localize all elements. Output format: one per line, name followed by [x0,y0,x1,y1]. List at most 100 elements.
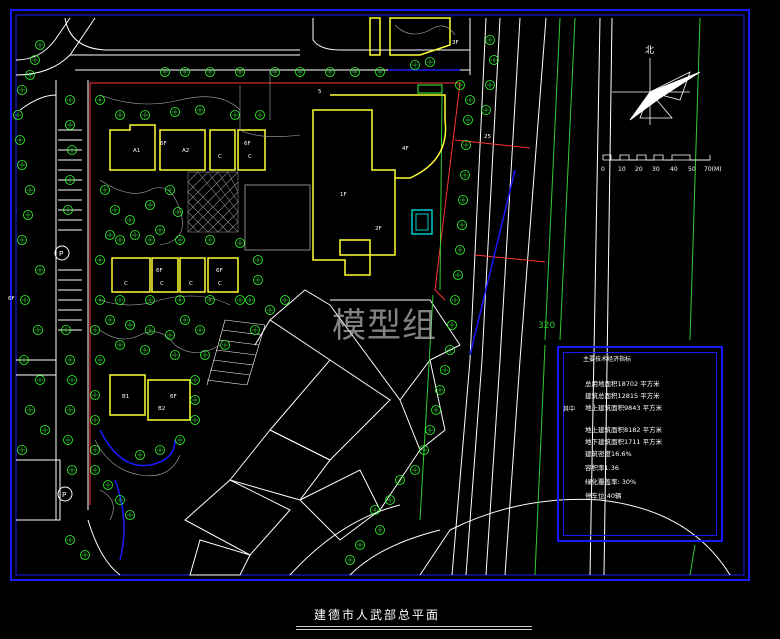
table-row: 停车位:40辆 [585,492,622,500]
tree-cross [487,82,493,88]
tree-cross [67,177,73,183]
tree-cross [491,57,497,63]
building-north-b [389,17,451,56]
tree-cross [67,537,73,543]
building-labels: A1 6F A2 C 6F C C 6F C C 6F C B1 6F B2 5… [8,40,491,412]
tree-symbol [165,185,175,195]
tree-symbol [425,425,435,435]
tree-cross [412,467,418,473]
table-row: 绿化覆盖率: 30% [585,478,637,486]
tree-symbol [205,235,215,245]
tree-cross [177,297,183,303]
tree-cross [267,307,273,313]
tree-cross [460,197,466,203]
tree-cross [457,247,463,253]
tree-symbol [115,495,125,505]
tree-symbol [295,67,305,77]
tree-cross [412,62,418,68]
trees [13,35,499,565]
tree-cross [147,237,153,243]
tree-cross [69,147,75,153]
parking-rows-south [206,319,266,386]
tree-symbol [90,390,100,400]
table-row: 地上建筑面积9843 平方米 [585,404,663,412]
tree-cross [15,112,21,118]
tree-cross [132,232,138,238]
tree-symbol [90,445,100,455]
tree-symbol [220,340,230,350]
tree-symbol [20,295,30,305]
tree-cross [117,342,123,348]
tree-cross [97,297,103,303]
label-6f-c: 6F [156,268,163,274]
tree-cross [37,377,43,383]
tree-symbol [125,320,135,330]
label-a2: A2 [182,148,189,154]
tree-symbol [33,325,43,335]
tree-cross [67,407,73,413]
building-c-north-2 [237,129,266,171]
landscape-paths [94,24,456,521]
tree-cross [172,352,178,358]
tree-symbol [455,245,465,255]
tree-cross [182,69,188,75]
tree-cross [105,482,111,488]
tree-cross [452,297,458,303]
tree-symbol [410,465,420,475]
tree-cross [207,69,213,75]
tree-cross [19,237,25,243]
tree-symbol [90,415,100,425]
label-1f: 1F [340,192,347,198]
tree-symbol [65,405,75,415]
tree-symbol [105,315,115,325]
tree-cross [327,69,333,75]
tree-symbol [350,67,360,77]
drawing-title: 建德市人武部总平面 [314,608,441,622]
blue-lines [99,69,516,561]
tree-cross [192,377,198,383]
north-label: 北 [645,45,654,56]
tree-cross [65,437,71,443]
table-row: 建筑密度16.6% [585,450,632,458]
guard-box [411,209,433,235]
label-b2: B2 [158,406,165,412]
tree-symbol [65,175,75,185]
tree-symbol [155,445,165,455]
tree-symbol [103,480,113,490]
tree-cross [252,327,258,333]
tree-cross [37,42,43,48]
parking-stalls-west [58,129,82,331]
tree-cross [97,97,103,103]
tree-symbol [115,295,125,305]
tree-cross [177,237,183,243]
tree-symbol [35,40,45,50]
tree-symbol [465,95,475,105]
tree-symbol [17,235,27,245]
tree-cross [297,69,303,75]
tree-symbol [489,55,499,65]
tree-symbol [145,325,155,335]
table-row: 总用地面积18702 平方米 [585,380,660,388]
tree-cross [167,187,173,193]
parking-sign-south-label: P [62,491,66,499]
tree-cross [21,357,27,363]
tree-symbol [463,115,473,125]
tree-symbol [190,415,200,425]
table-inner-frame [563,352,717,536]
label-6f-a: 6F [160,141,167,147]
hatched-plaza [187,171,239,233]
title-underline-1 [296,626,532,627]
tree-symbol [95,255,105,265]
tree-cross [255,277,261,283]
tree-cross [117,112,123,118]
tree-cross [42,427,48,433]
tree-cross [127,512,133,518]
tree-symbol [431,405,441,415]
tree-symbol [445,345,455,355]
tree-cross [463,142,469,148]
label-5: 5 [318,89,322,95]
label-a1: A1 [133,148,140,154]
building-c-mid-2 [151,257,179,293]
tree-cross [447,347,453,353]
